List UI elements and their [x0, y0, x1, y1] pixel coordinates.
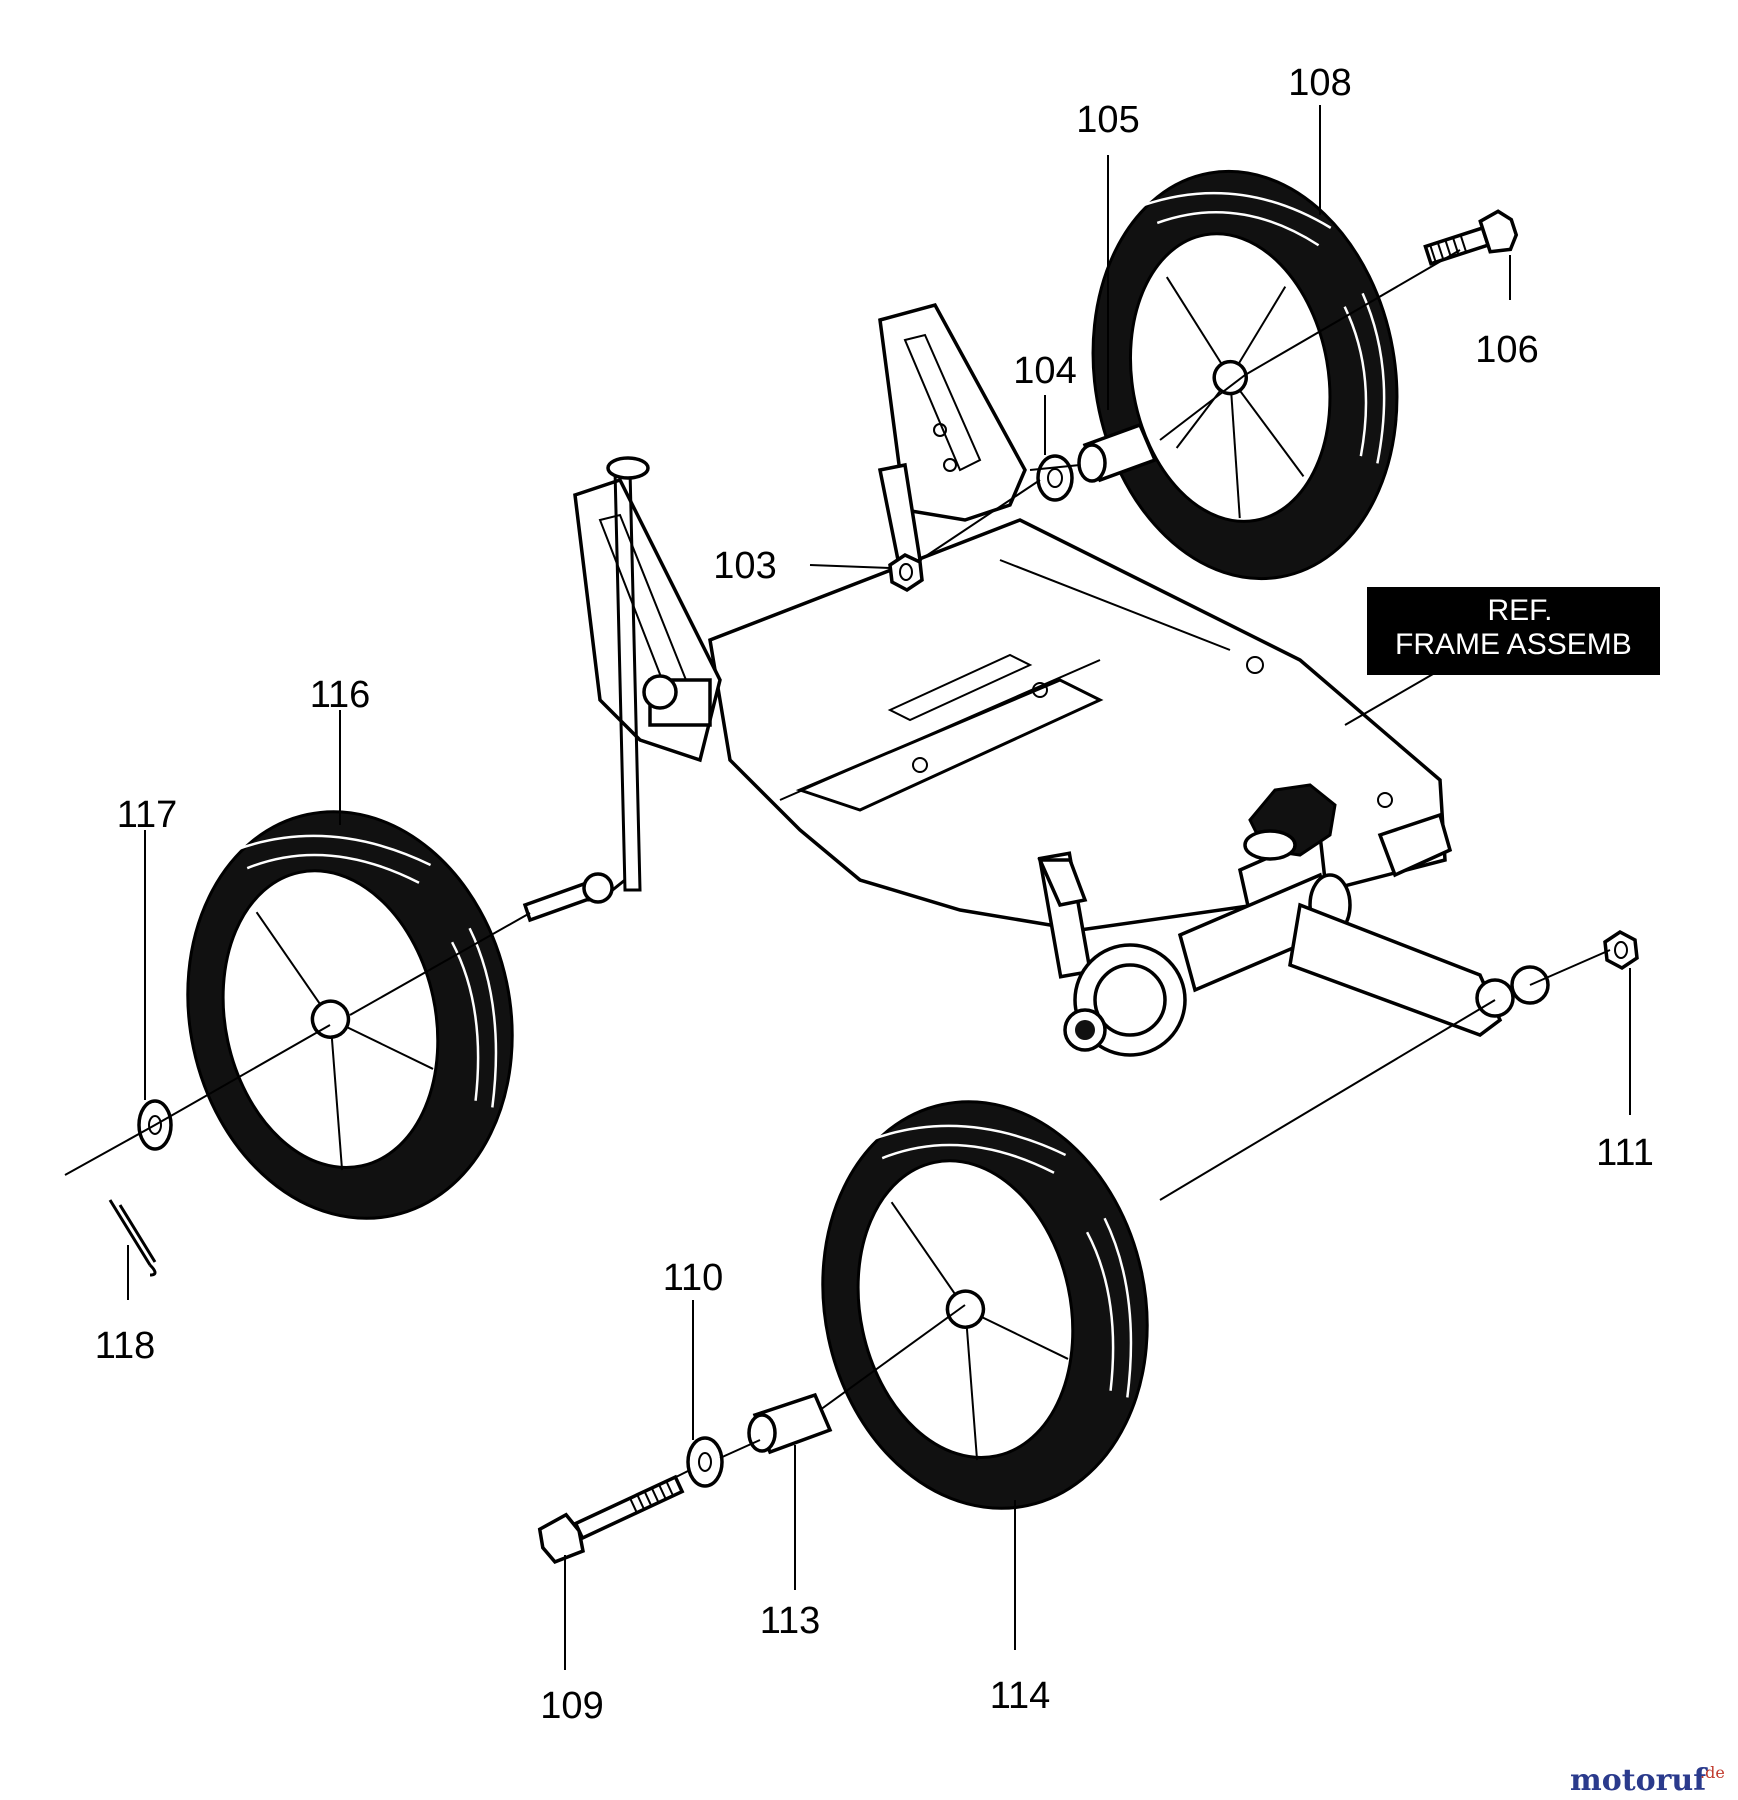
part-110-washer	[686, 1436, 724, 1488]
part-109-bolt	[537, 1474, 685, 1564]
label-106: 106	[1475, 329, 1538, 371]
part-106-bolt	[1423, 209, 1519, 266]
leader-lines	[127, 105, 1631, 1670]
label-113: 113	[760, 1600, 821, 1642]
label-103: 103	[713, 545, 776, 587]
watermark-logo: motoruf .de	[1570, 1763, 1725, 1798]
label-105: 105	[1076, 99, 1139, 141]
part-111-nut	[1603, 929, 1639, 971]
ref-frame-callout: REF. FRAME ASSEMB	[1367, 587, 1660, 675]
label-111: 111	[1596, 1132, 1654, 1174]
label-117: 117	[117, 794, 178, 836]
part-113-spacer	[747, 1392, 833, 1455]
watermark-suffix: .de	[1700, 1763, 1725, 1782]
callout-line-1: REF.	[1487, 594, 1552, 627]
label-118: 118	[95, 1325, 156, 1367]
label-104: 104	[1013, 350, 1076, 392]
part-105-spacer	[1077, 422, 1158, 483]
callout-line-2: FRAME ASSEMB	[1395, 628, 1632, 661]
frame-assembly	[522, 302, 1550, 1057]
height-adjuster	[1037, 783, 1550, 1057]
watermark-brand: motoruf	[1570, 1763, 1708, 1798]
assembly-lines	[64, 249, 1611, 1481]
label-114: 114	[990, 1675, 1051, 1717]
label-110: 110	[663, 1257, 724, 1299]
part-labels: 108 105 106 104 103 116 117 111 118 110 …	[95, 62, 1654, 1727]
label-109: 109	[540, 1685, 603, 1727]
part-103-nut	[888, 552, 924, 593]
wheel-114	[821, 1100, 1149, 1510]
label-108: 108	[1288, 62, 1351, 104]
label-116: 116	[310, 674, 371, 716]
part-118-cotter-pin	[108, 1199, 157, 1277]
part-104-washer	[1036, 454, 1074, 502]
